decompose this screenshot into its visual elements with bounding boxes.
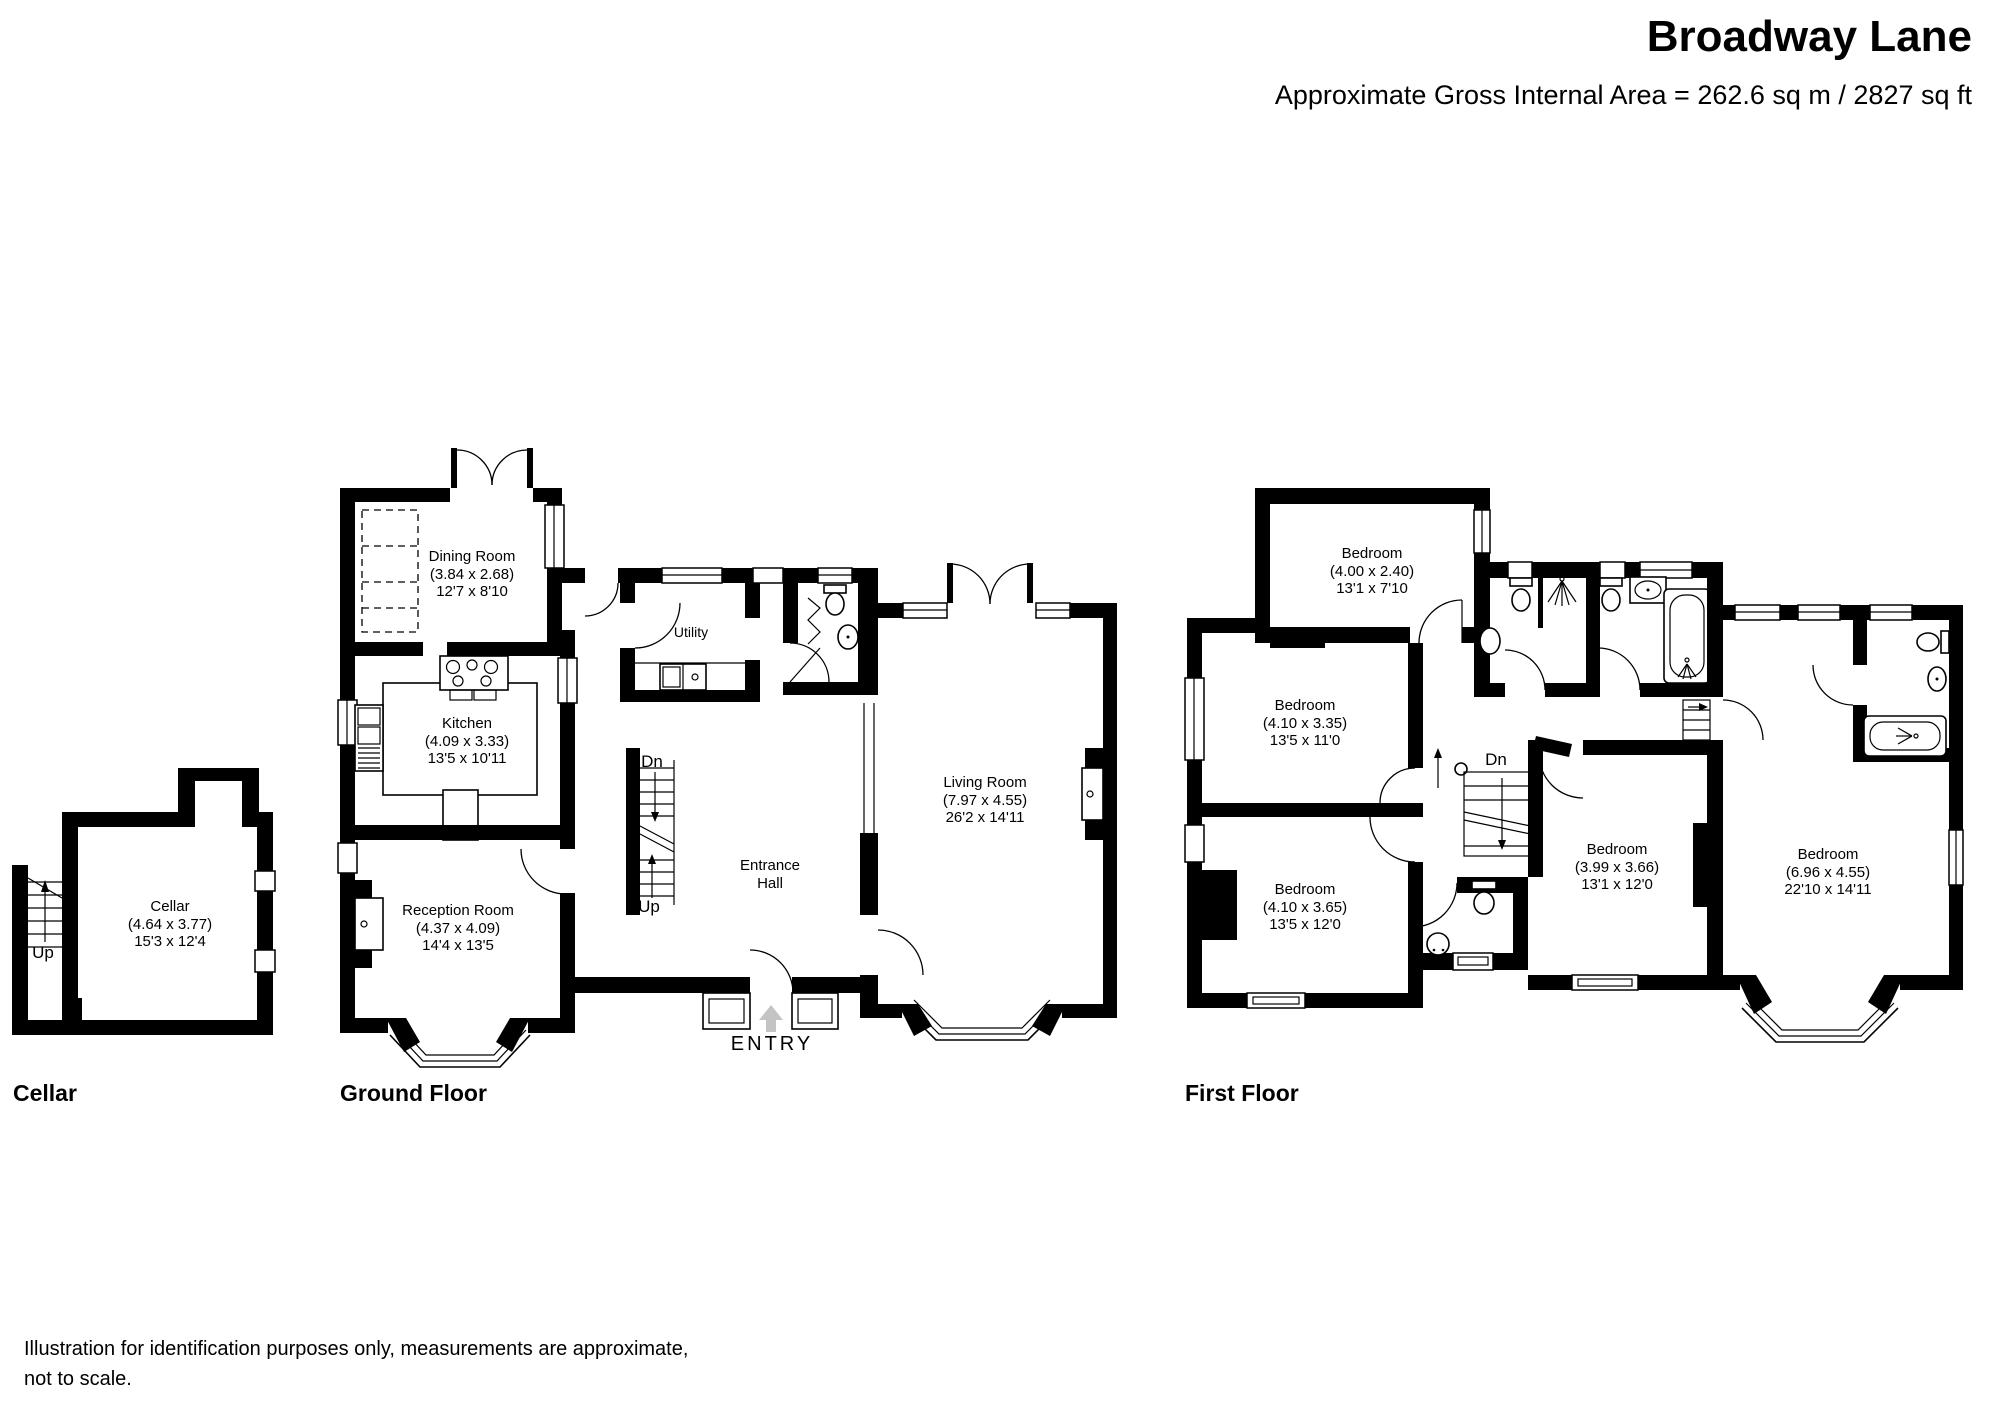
room-label-reception-room: Reception Room (4.37 x 4.09) 14'4 x 13'5 xyxy=(402,902,514,954)
ground-dn-annotation: Dn xyxy=(641,752,663,771)
cellar-plan xyxy=(12,768,276,1035)
page-title: Broadway Lane xyxy=(1646,12,1972,61)
ground-floor-plan xyxy=(337,448,1117,1068)
floor-label-cellar: Cellar xyxy=(13,1080,77,1106)
first-floor-plan xyxy=(1184,488,1964,1043)
room-label-dining-room: Dining Room (3.84 x 2.68) 12'7 x 8'10 xyxy=(428,548,516,600)
room-label-bedroom-4: Bedroom (3.99 x 3.66) 13'1 x 12'0 xyxy=(1574,841,1660,893)
room-label-bedroom-3: Bedroom (4.10 x 3.65) 13'5 x 12'0 xyxy=(1262,881,1348,933)
room-label-bedroom-2: Bedroom (4.10 x 3.35) 13'5 x 11'0 xyxy=(1262,697,1348,749)
room-label-bedroom-5: Bedroom (6.96 x 4.55) 22'10 x 14'11 xyxy=(1784,846,1872,898)
floor-label-first: First Floor xyxy=(1185,1080,1299,1106)
disclaimer-line-1: Illustration for identification purposes… xyxy=(24,1338,689,1360)
cellar-up-annotation: Up xyxy=(32,943,54,962)
room-label-bedroom-1: Bedroom (4.00 x 2.40) 13'1 x 7'10 xyxy=(1329,545,1415,597)
first-dn-annotation: Dn xyxy=(1485,750,1507,769)
gross-internal-area: Approximate Gross Internal Area = 262.6 … xyxy=(1274,80,1972,110)
room-label-cellar: Cellar (4.64 x 3.77) 15'3 x 12'4 xyxy=(127,898,213,950)
room-label-entrance-hall: Entrance Hall xyxy=(739,857,801,892)
room-label-living-room: Living Room (7.97 x 4.55) 26'2 x 14'11 xyxy=(942,774,1028,826)
room-label-kitchen: Kitchen (4.09 x 3.33) 13'5 x 10'11 xyxy=(424,715,510,767)
disclaimer-line-2: not to scale. xyxy=(24,1368,132,1390)
room-label-utility: Utility xyxy=(673,624,709,640)
disclaimer: Illustration for identification purposes… xyxy=(24,1334,688,1394)
ground-up-annotation: Up xyxy=(638,897,660,916)
entry-annotation: ENTRY xyxy=(730,1033,814,1055)
floor-label-ground: Ground Floor xyxy=(340,1080,487,1106)
